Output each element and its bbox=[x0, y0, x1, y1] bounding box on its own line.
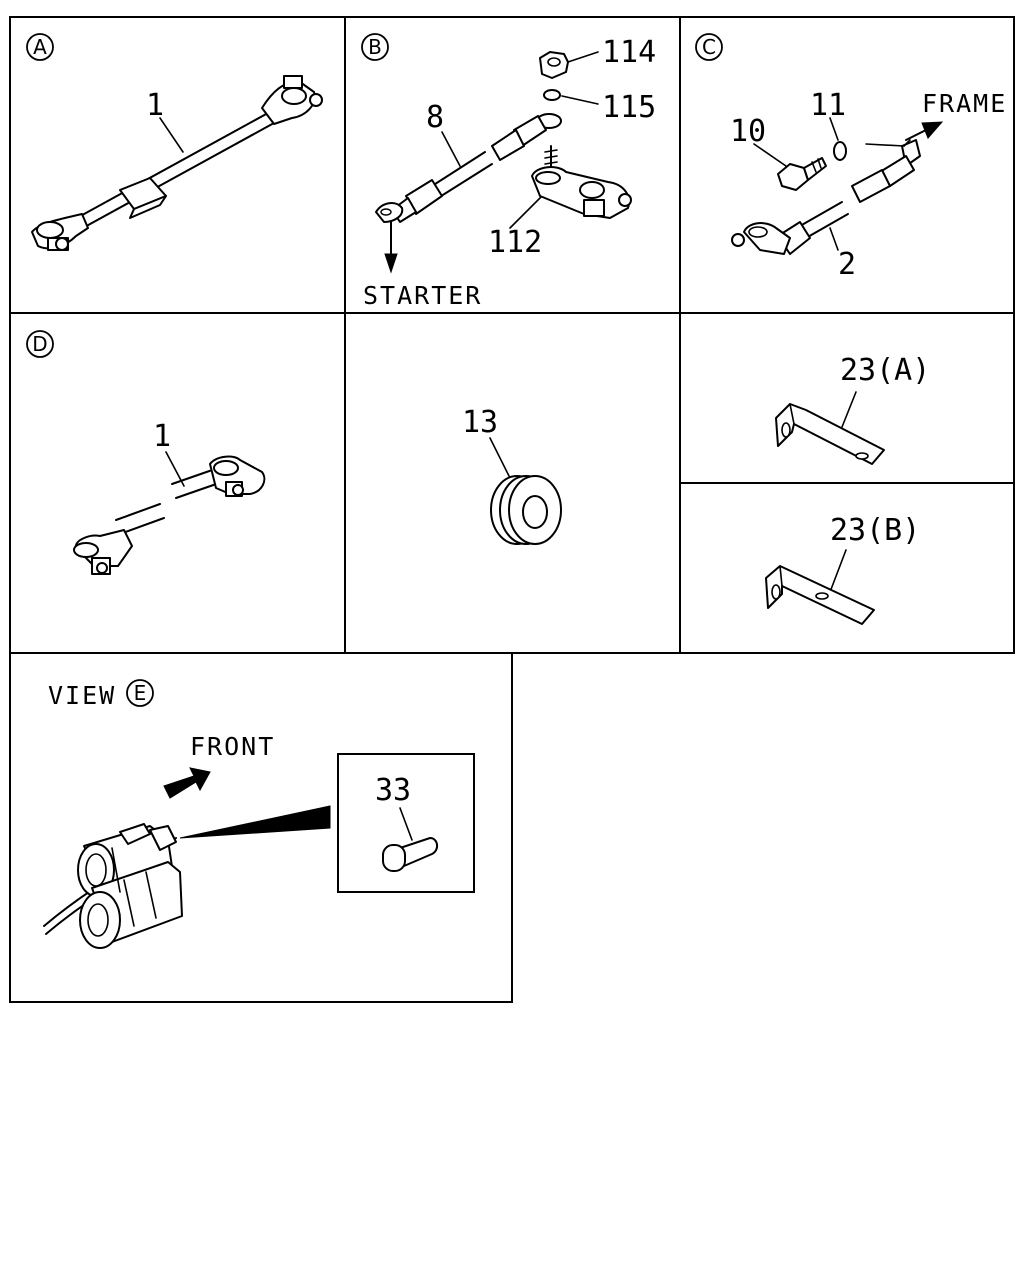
cap-33 bbox=[382, 837, 438, 872]
callout-33: 33 bbox=[375, 773, 411, 808]
panel-view-e-content: VIEW E FRONT 33 bbox=[43, 679, 475, 949]
battery-cable-d bbox=[73, 455, 266, 575]
callout-11: 11 bbox=[810, 88, 846, 123]
callout-23a: 23(A) bbox=[840, 353, 930, 388]
grommet-13 bbox=[490, 475, 562, 545]
washer-115 bbox=[543, 89, 561, 101]
svg-text:E: E bbox=[134, 681, 147, 705]
bracket-23a bbox=[775, 403, 885, 465]
callout-8: 8 bbox=[426, 100, 444, 135]
circle-e-marker: E bbox=[126, 679, 154, 707]
washer-11 bbox=[833, 141, 847, 161]
panel-b-content: B 114 115 8 112 ST bbox=[361, 33, 656, 310]
zoom-wedge bbox=[179, 805, 331, 839]
callout-114: 114 bbox=[602, 35, 656, 70]
terminal-112 bbox=[531, 145, 632, 219]
svg-text:B: B bbox=[368, 35, 382, 59]
panel-23b bbox=[679, 482, 1015, 654]
panel-23a-content: 23(A) bbox=[775, 353, 930, 465]
starter-label: STARTER bbox=[363, 281, 482, 310]
svg-text:A: A bbox=[33, 35, 47, 59]
front-arrow bbox=[163, 767, 211, 799]
panel-a-content: A 1 bbox=[26, 33, 323, 251]
battery-cable-a bbox=[31, 75, 323, 251]
starter-motor bbox=[43, 823, 183, 949]
front-label: FRONT bbox=[190, 732, 275, 761]
circle-b-marker: B bbox=[361, 33, 389, 61]
callout-10: 10 bbox=[730, 114, 766, 149]
circle-d-marker: D bbox=[26, 330, 54, 358]
frame-label: FRAME bbox=[922, 89, 1007, 118]
callout-13: 13 bbox=[462, 405, 498, 440]
panel-23a bbox=[679, 312, 1015, 484]
callout-2: 2 bbox=[838, 247, 856, 282]
bracket-23b bbox=[765, 565, 875, 625]
cable-2 bbox=[731, 139, 921, 255]
nut-114 bbox=[539, 51, 569, 79]
cable-8 bbox=[375, 113, 562, 223]
svg-text:D: D bbox=[32, 332, 47, 356]
bolt-10 bbox=[777, 157, 827, 191]
callout-115: 115 bbox=[602, 90, 656, 125]
callout-23b: 23(B) bbox=[830, 513, 920, 548]
panel-23b-content: 23(B) bbox=[765, 513, 920, 625]
circle-a-marker: A bbox=[26, 33, 54, 61]
callout-1: 1 bbox=[146, 88, 164, 123]
panel-view-e bbox=[9, 652, 513, 1003]
view-label: VIEW bbox=[48, 681, 116, 710]
panel-d-content: D 1 bbox=[26, 330, 266, 575]
panel-a bbox=[9, 16, 346, 314]
panel-13-content: 13 bbox=[462, 405, 562, 545]
panel-c-content: C 11 10 2 FRAME bbox=[695, 33, 1007, 282]
callout-112: 112 bbox=[488, 225, 542, 260]
callout-1-d: 1 bbox=[153, 419, 171, 454]
circle-c-marker: C bbox=[695, 33, 723, 61]
svg-text:C: C bbox=[702, 35, 716, 59]
